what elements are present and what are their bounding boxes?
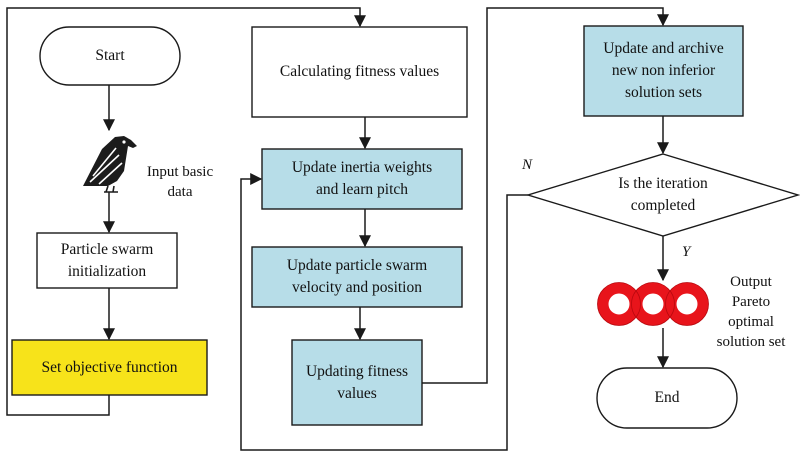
loop-objective-to-fitness <box>6 7 366 416</box>
decision-diamond <box>525 153 800 237</box>
bird-icon <box>83 136 137 193</box>
fitness-box <box>251 26 468 118</box>
velocity-box <box>251 246 463 308</box>
start-terminal <box>39 26 181 86</box>
init-box <box>36 232 178 289</box>
loop-update-fitness-to-archive <box>422 7 669 384</box>
objective-box <box>11 339 208 396</box>
input-data-note: Input basic data <box>146 164 214 200</box>
archive-box <box>583 25 744 117</box>
update-fitness-box <box>291 339 423 426</box>
inertia-box <box>261 148 463 210</box>
no-branch-label: N <box>522 157 533 173</box>
yes-branch-label: Y <box>682 244 691 260</box>
output-note: Output Pareto optimal solution set <box>716 274 786 350</box>
loop-decision-no-to-inertia <box>240 173 528 451</box>
end-terminal <box>596 367 738 429</box>
pareto-rings-icon <box>597 282 709 326</box>
